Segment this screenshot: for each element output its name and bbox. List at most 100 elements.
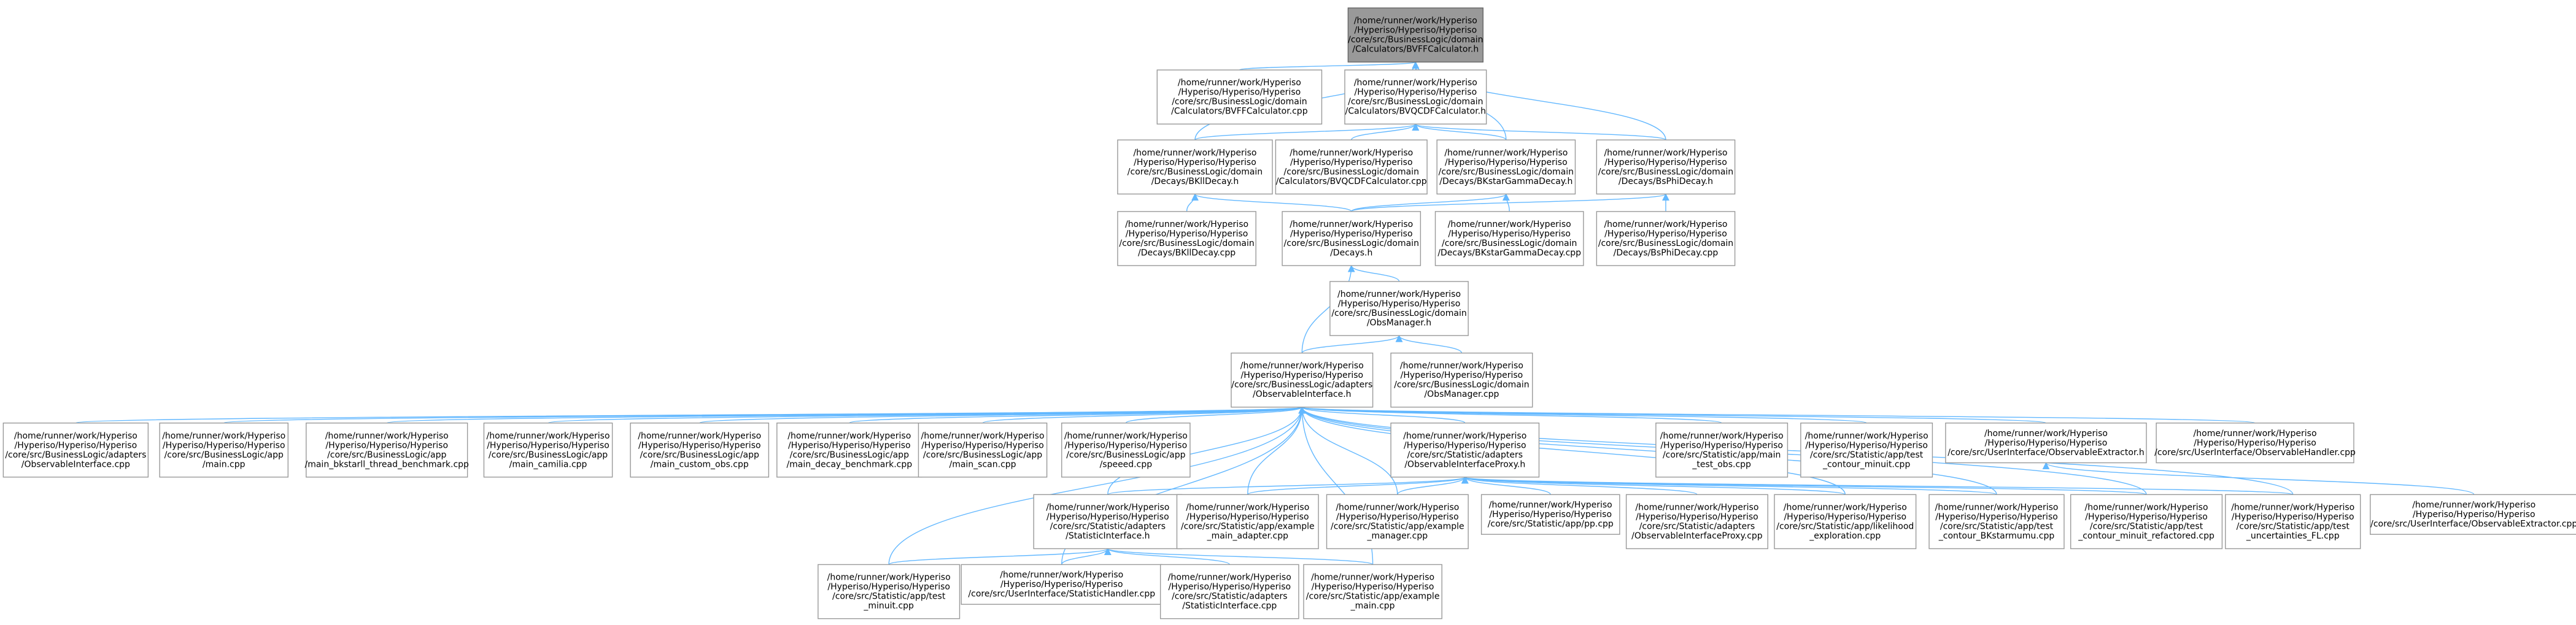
file-node[interactable]: /home/runner/work/Hyperiso/Hyperiso/Hype…: [961, 564, 1163, 605]
file-path-line: /Hyperiso/Hyperiso/Hyperiso: [1489, 510, 1612, 520]
file-node[interactable]: /home/runner/work/Hyperiso/Hyperiso/Hype…: [2070, 494, 2223, 550]
file-path-line: /speeed.cpp: [1100, 459, 1153, 469]
file-path-line: /Hyperiso/Hyperiso/Hyperiso: [2232, 512, 2354, 522]
file-path-line: /core/src/BusinessLogic/domain: [1598, 239, 1733, 248]
file-node-box: [1231, 352, 1374, 408]
file-node[interactable]: /home/runner/work/Hyperiso/Hyperiso/Hype…: [1117, 211, 1256, 266]
file-path-line: /home/runner/work/Hyperiso: [14, 431, 137, 441]
dependency-edge: [1399, 336, 1463, 353]
file-path-line: /home/runner/work/Hyperiso: [325, 431, 449, 441]
dependency-edge: [849, 407, 1302, 424]
file-node[interactable]: /home/runner/work/Hyperiso/Hyperiso/Hype…: [1329, 281, 1469, 336]
file-node[interactable]: /home/runner/work/Hyperiso/Hyperiso/Hype…: [1800, 423, 1933, 478]
file-node[interactable]: /home/runner/work/Hyperiso/Hyperiso/Hype…: [1344, 69, 1487, 125]
file-path-line: /Hyperiso/Hyperiso/Hyperiso: [1355, 88, 1477, 98]
file-node[interactable]: /home/runner/work/Hyperiso/Hyperiso/Hype…: [1275, 139, 1428, 195]
file-path-line: /home/runner/work/Hyperiso: [1125, 220, 1248, 229]
file-node[interactable]: /home/runner/work/Hyperiso/Hyperiso/Hype…: [1117, 139, 1273, 195]
file-path-line: /core/src/Statistic/app/pp.cpp: [1488, 520, 1614, 529]
file-path-line: /main_scan.cpp: [949, 459, 1016, 469]
file-node[interactable]: /home/runner/work/Hyperiso/Hyperiso/Hype…: [1928, 494, 2065, 550]
file-node-box: [1282, 211, 1421, 266]
file-node-box: [1117, 211, 1256, 266]
file-node[interactable]: /home/runner/work/Hyperiso/Hyperiso/Hype…: [776, 423, 922, 478]
file-path-line: /home/runner/work/Hyperiso: [487, 431, 610, 441]
dependency-edge: [1247, 407, 1302, 495]
dependency-edge: [1301, 336, 1399, 354]
file-path-line: /Hyperiso/Hyperiso/Hyperiso: [1660, 440, 1783, 450]
file-node[interactable]: /home/runner/work/Hyperiso/Hyperiso/Hype…: [159, 423, 289, 478]
file-path-line: /home/runner/work/Hyperiso: [2194, 429, 2317, 439]
dependency-edge: [888, 549, 1108, 566]
dependency-edge: [1302, 407, 1867, 424]
file-node[interactable]: /home/runner/work/Hyperiso/Hyperiso/Hype…: [1390, 423, 1540, 478]
file-path-line: /ObsManager.h: [1367, 318, 1431, 328]
file-node-box: [1390, 423, 1540, 478]
file-path-line: /ObservableInterfaceProxy.cpp: [1631, 531, 1763, 541]
file-node[interactable]: /home/runner/work/Hyperiso/Hyperiso/Hype…: [1159, 564, 1299, 619]
file-node[interactable]: /home/runner/work/Hyperiso/Hyperiso/Hype…: [1655, 423, 1789, 478]
file-path-line: _contour_minuit_refactored.cpp: [2078, 531, 2214, 541]
file-path-line: /home/runner/work/Hyperiso: [1133, 148, 1256, 158]
file-node-box: [1326, 494, 1469, 550]
file-node[interactable]: /home/runner/work/Hyperiso/Hyperiso/Hype…: [2370, 494, 2576, 535]
dependency-edge: [1302, 407, 1466, 424]
file-node[interactable]: /home/runner/work/Hyperiso/Hyperiso/Hype…: [918, 423, 1048, 478]
file-path-line: /home/runner/work/Hyperiso: [1805, 431, 1928, 441]
file-node[interactable]: /home/runner/work/Hyperiso/Hyperiso/Hype…: [1176, 494, 1319, 550]
file-path-line: /core/src/Statistic/app/example: [1331, 521, 1464, 531]
file-path-line: /Hyperiso/Hyperiso/Hyperiso: [15, 440, 137, 450]
file-node[interactable]: /home/runner/work/Hyperiso/Hyperiso/Hype…: [2225, 494, 2361, 550]
dependency-edge: [1465, 477, 2147, 496]
file-path-line: /home/runner/work/Hyperiso: [1403, 431, 1526, 441]
file-node[interactable]: /home/runner/work/Hyperiso/Hyperiso/Hype…: [1774, 494, 1917, 550]
file-node[interactable]: /home/runner/work/Hyperiso/Hyperiso/Hype…: [1596, 139, 1736, 195]
file-path-line: _main_adapter.cpp: [1207, 531, 1289, 541]
file-node-box: [1480, 494, 1620, 535]
file-node[interactable]: /home/runner/work/Hyperiso/Hyperiso/Hype…: [1061, 423, 1191, 478]
dependency-edge: [1302, 407, 2256, 424]
file-node[interactable]: /home/runner/work/Hyperiso/Hyperiso/Hype…: [1033, 494, 1183, 550]
file-node[interactable]: /home/runner/work/Hyperiso/Hyperiso/Hype…: [1945, 423, 2147, 464]
file-path-line: /main_camilia.cpp: [509, 459, 587, 469]
file-node[interactable]: /home/runner/work/Hyperiso/Hyperiso/Hype…: [1326, 494, 1469, 550]
file-node[interactable]: /home/runner/work/Hyperiso/Hyperiso/Hype…: [1625, 494, 1768, 550]
root-file-node[interactable]: /home/runner/work/Hyperiso/Hyperiso/Hype…: [1347, 7, 1483, 63]
file-path-line: _uncertainties_FL.cpp: [2246, 531, 2340, 541]
file-node[interactable]: /home/runner/work/Hyperiso/Hyperiso/Hype…: [1434, 211, 1584, 266]
file-path-line: /Hyperiso/Hyperiso/Hyperiso: [1401, 370, 1523, 380]
file-node[interactable]: /home/runner/work/Hyperiso/Hyperiso/Hype…: [305, 423, 470, 478]
file-path-line: /Hyperiso/Hyperiso/Hyperiso: [1985, 438, 2108, 448]
file-path-line: /ObservableInterface.h: [1253, 389, 1352, 399]
file-path-line: /Hyperiso/Hyperiso/Hyperiso: [827, 582, 950, 592]
dependency-edge: [1301, 266, 1351, 353]
file-path-line: /home/runner/work/Hyperiso: [1489, 500, 1612, 510]
file-path-line: /core/src/Statistic/app/test: [832, 592, 946, 602]
file-path-line: /core/src/Statistic/app/main: [1663, 450, 1781, 460]
file-node-box: [1596, 139, 1736, 195]
file-path-line: /main_decay_benchmark.cpp: [786, 459, 912, 469]
file-node[interactable]: /home/runner/work/Hyperiso/Hyperiso/Hype…: [2, 423, 149, 478]
file-node[interactable]: /home/runner/work/Hyperiso/Hyperiso/Hype…: [1303, 564, 1442, 619]
file-node[interactable]: /home/runner/work/Hyperiso/Hyperiso/Hype…: [1436, 139, 1576, 195]
file-path-line: _minuit.cpp: [863, 601, 914, 611]
file-node[interactable]: /home/runner/work/Hyperiso/Hyperiso/Hype…: [483, 423, 613, 478]
file-path-line: /home/runner/work/Hyperiso: [1337, 289, 1461, 299]
file-path-line: _test_obs.cpp: [1692, 459, 1751, 469]
file-node[interactable]: /home/runner/work/Hyperiso/Hyperiso/Hype…: [2154, 423, 2356, 464]
file-path-line: /core/src/Statistic/adapters: [1172, 592, 1287, 602]
dependency-edge: [1107, 477, 1465, 496]
file-node[interactable]: /home/runner/work/Hyperiso/Hyperiso/Hype…: [1390, 352, 1533, 408]
file-node[interactable]: /home/runner/work/Hyperiso/Hyperiso/Hype…: [818, 564, 961, 619]
file-node[interactable]: /home/runner/work/Hyperiso/Hyperiso/Hype…: [1156, 69, 1323, 125]
file-path-line: /Decays/BsPhiDecay.cpp: [1614, 248, 1719, 258]
file-node[interactable]: /home/runner/work/Hyperiso/Hyperiso/Hype…: [1596, 211, 1736, 266]
file-path-line: /home/runner/work/Hyperiso: [1604, 148, 1727, 158]
file-node[interactable]: /home/runner/work/Hyperiso/Hyperiso/Hype…: [1480, 494, 1620, 535]
file-path-line: /Hyperiso/Hyperiso/Hyperiso: [163, 440, 285, 450]
file-node-box: [1033, 494, 1183, 550]
file-path-line: /home/runner/work/Hyperiso: [162, 431, 285, 441]
file-node[interactable]: /home/runner/work/Hyperiso/Hyperiso/Hype…: [1282, 211, 1421, 266]
file-node[interactable]: /home/runner/work/Hyperiso/Hyperiso/Hype…: [630, 423, 770, 478]
file-node[interactable]: /home/runner/work/Hyperiso/Hyperiso/Hype…: [1231, 352, 1374, 408]
